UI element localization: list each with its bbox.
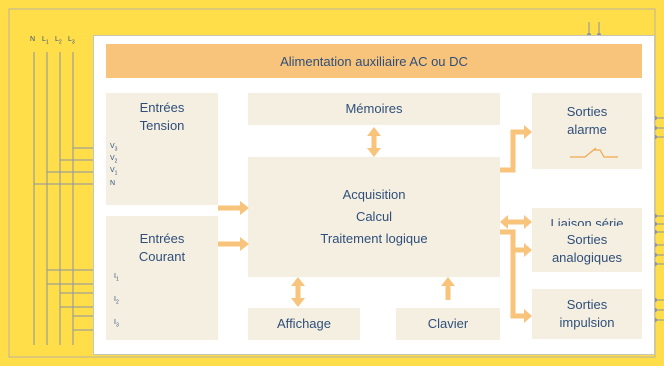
aux-supply-box: Alimentation auxiliaire AC ou DC [106,44,642,78]
voltage-inputs-box: Entrées Tension [106,93,218,205]
current-inputs-line2: Courant [138,249,186,264]
current-inputs-box: Entrées Courant [106,216,218,340]
voltage-inputs-line1: Entrées [139,100,185,115]
label-l3: L3 [68,36,75,46]
pulse-outputs-line1: Sorties [566,297,608,312]
label-i3: I3 [114,319,119,329]
analog-outputs-box: Sorties analogiques [532,226,642,272]
current-inputs-line1: Entrées [139,231,185,246]
alarm-outputs-box: Sorties alarme [532,93,642,169]
pulse-outputs-box: Sorties impulsion [532,289,642,339]
display-box: Affichage [248,308,360,340]
processing-calcul: Calcul [355,209,393,224]
label-v2: V2 [110,155,118,165]
memories-label: Mémoires [345,101,403,116]
phase-lines [33,52,74,345]
analog-outputs-line2: analogiques [551,250,623,265]
pulse-outputs-line2: impulsion [559,315,615,330]
processing-logic: Traitement logique [320,231,428,246]
processing-box: Acquisition Calcul Traitement logique [248,157,500,277]
keyboard-label: Clavier [427,316,469,331]
alarm-outputs-line2: alarme [567,122,607,137]
keyboard-box: Clavier [396,308,500,340]
label-vn: N [110,180,116,187]
label-v1: V1 [110,167,118,177]
label-n: N [30,36,36,43]
processing-acquisition: Acquisition [342,187,406,202]
voltage-inputs-line2: Tension [139,118,185,133]
label-i1: I1 [114,273,119,283]
aux-supply-label: Alimentation auxiliaire AC ou DC [280,53,468,69]
alarm-outputs-line1: Sorties [566,104,608,119]
label-v3: V3 [110,143,118,153]
label-l2: L2 [55,36,62,46]
label-i2: I2 [114,296,119,306]
label-l1: L1 [42,36,49,46]
memories-box: Mémoires [248,93,500,125]
display-label: Affichage [277,316,331,331]
analog-outputs-line1: Sorties [566,232,608,247]
